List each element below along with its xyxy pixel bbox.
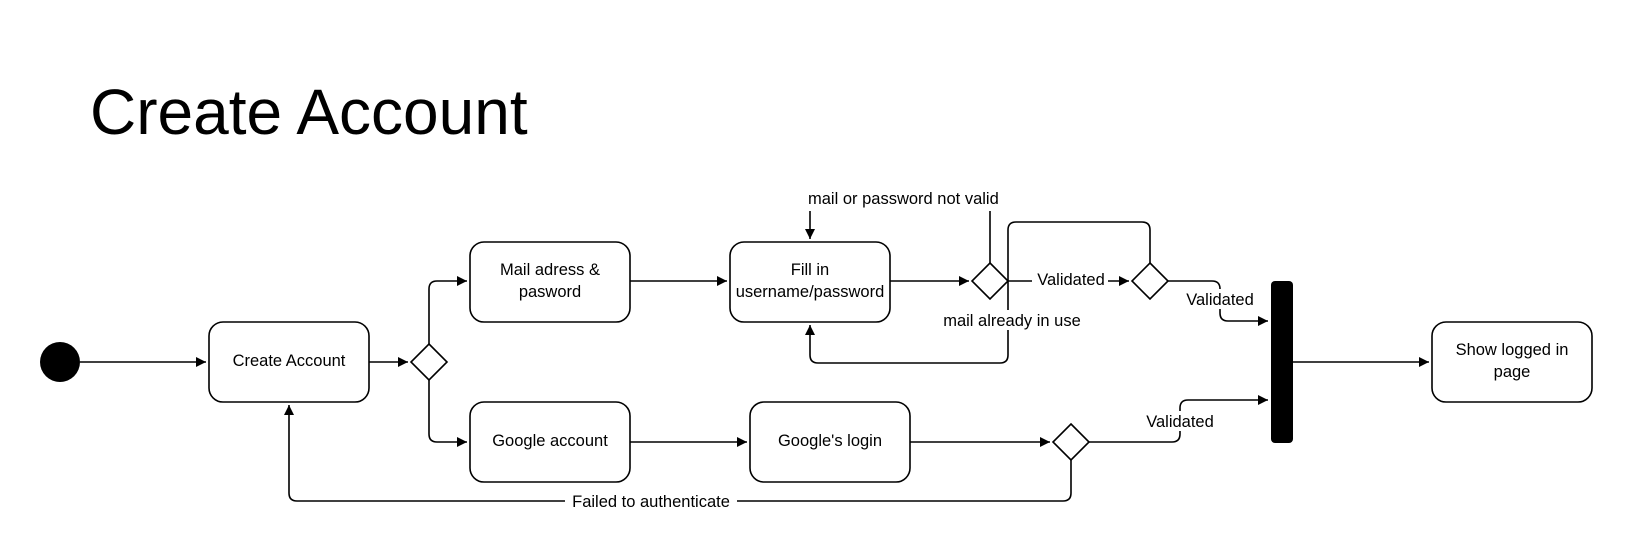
edge-mail-in-use-loop — [805, 221, 1151, 364]
node-label: pasword — [519, 283, 581, 301]
node-label: Create Account — [233, 352, 346, 370]
node-label: Google's login — [778, 432, 882, 450]
decision-google-auth — [1051, 422, 1091, 462]
edge-label-not-valid: mail or password not valid — [808, 190, 999, 208]
initial-node — [40, 342, 80, 382]
action-google-login: Google's login — [749, 401, 911, 483]
action-fill-in: Fill in username/password — [729, 241, 891, 323]
node-label: page — [1494, 363, 1531, 381]
decision-login-method — [409, 342, 449, 382]
edge-label-mail-in-use: mail already in use — [943, 312, 1081, 330]
node-label: Google account — [492, 432, 608, 450]
edge-label-validated: Validated — [1186, 291, 1254, 309]
node-label: username/password — [736, 283, 885, 301]
node-label: Show logged in — [1456, 341, 1569, 359]
node-label: Fill in — [791, 261, 830, 279]
decision-credentials-check — [970, 261, 1010, 301]
edge-failed-loop — [284, 405, 1072, 502]
action-mail-address: Mail adress & pasword — [469, 241, 631, 323]
action-google-account: Google account — [469, 401, 631, 483]
decision-mail-check — [1130, 261, 1170, 301]
join-bar — [1271, 281, 1293, 443]
edge-to-google-account — [428, 380, 467, 447]
edge-label-validated: Validated — [1037, 271, 1105, 289]
edge-to-mail-address — [428, 276, 467, 344]
edge-label-validated: Validated — [1146, 413, 1214, 431]
diagram-title: Create Account — [90, 76, 528, 148]
action-show-logged-in: Show logged in page — [1431, 321, 1593, 403]
action-create-account: Create Account — [208, 321, 370, 403]
edge-label-failed-auth: Failed to authenticate — [572, 493, 730, 511]
node-label: Mail adress & — [500, 261, 600, 279]
